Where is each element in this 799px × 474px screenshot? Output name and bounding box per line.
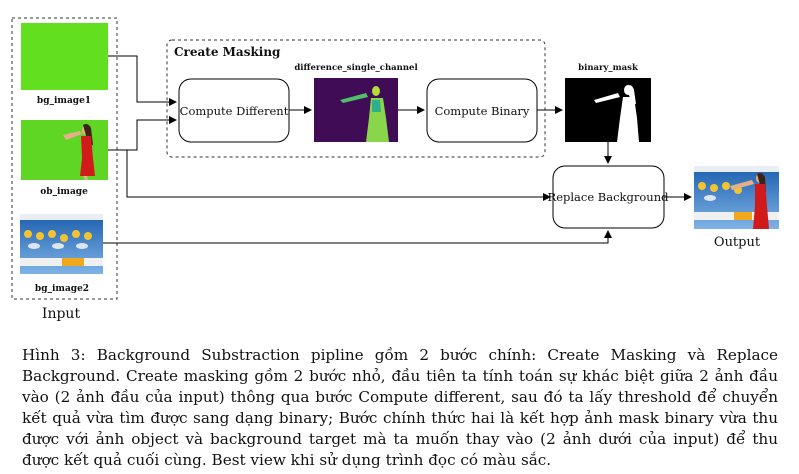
bg-image1-label: bg_image1	[37, 96, 91, 106]
arrow-bg-image2-to-replace-background	[103, 230, 612, 244]
output-image	[694, 166, 779, 229]
bg-image1-thumbnail	[21, 23, 108, 90]
replace-background-label: Replace Background	[548, 190, 670, 204]
create-masking-box	[166, 39, 546, 158]
compute-binary-label: Compute Binary	[435, 104, 530, 118]
bg-image2-thumbnail	[20, 214, 103, 274]
arrow-bg-image1-to-compute-different	[108, 55, 177, 106]
create-masking-label: Create Masking	[174, 45, 281, 59]
connector-arrows	[103, 55, 692, 244]
arrow-ob-image-to-compute-different	[108, 116, 177, 151]
binary-mask-label: binary_mask	[578, 63, 639, 73]
input-group-label: Input	[42, 306, 81, 322]
figure-caption: Hình 3: Background Substraction pipline …	[22, 346, 778, 469]
difference-image-label: difference_single_channel	[294, 63, 418, 73]
arrow-ob-image-to-replace-background	[108, 149, 551, 201]
input-group-box	[11, 17, 118, 300]
ob-image-label: ob_image	[40, 187, 88, 197]
compute-different-label: Compute Different	[180, 104, 289, 118]
output-label: Output	[714, 235, 761, 250]
ob-image-thumbnail	[21, 120, 108, 180]
difference-image	[314, 78, 398, 142]
bg-image2-label: bg_image2	[35, 284, 89, 294]
binary-mask-image	[565, 78, 651, 142]
pipeline-diagram: Input Create Masking bg_image1 ob_image …	[11, 17, 779, 322]
